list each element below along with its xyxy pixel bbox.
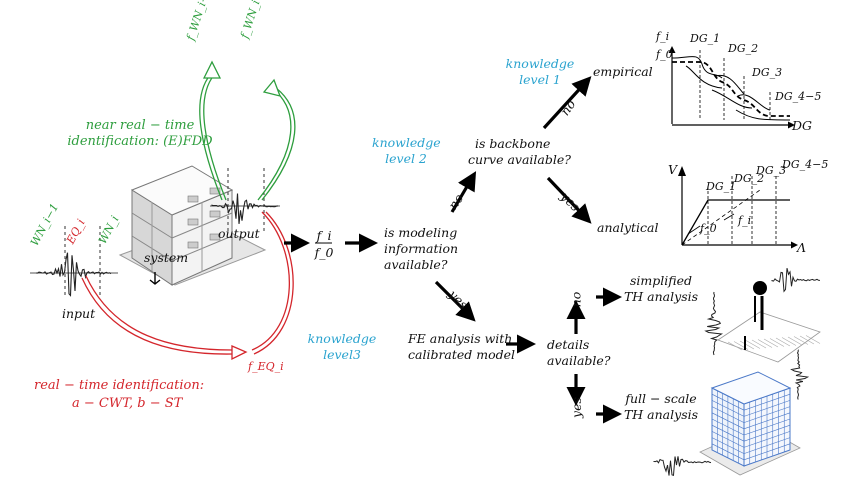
real-time-line1: real − time identification: xyxy=(34,378,205,393)
kl3-line2: level3 xyxy=(323,347,361,362)
empirical-dg45: DG_4−5 xyxy=(775,90,822,103)
fe-analysis-line1: FE analysis with xyxy=(408,331,513,346)
empirical-dg1: DG_1 xyxy=(690,32,721,45)
analytical-fi: f_i xyxy=(738,214,752,227)
system-label: system xyxy=(144,250,189,265)
empirical-label: empirical xyxy=(593,64,653,79)
kl1-line2: level 1 xyxy=(519,72,561,87)
analytical-label: analytical xyxy=(597,220,659,235)
ratio-numerator: f_i xyxy=(316,228,332,243)
q-modeling-line3: available? xyxy=(384,257,448,272)
fullscale-line2: TH analysis xyxy=(623,407,699,422)
empirical-y-den: f_0 xyxy=(656,48,673,61)
q-modeling-line2: information xyxy=(384,241,459,256)
flow-arrows xyxy=(284,76,622,424)
empirical-plot xyxy=(668,46,795,129)
kl3-line1: knowledge xyxy=(307,331,377,346)
output-signal xyxy=(210,168,280,232)
analytical-x-label: Λ xyxy=(797,240,807,255)
red-connectors xyxy=(81,211,294,361)
yes-label-details: yes xyxy=(568,397,584,418)
fullscale-model xyxy=(653,349,810,476)
input-signal xyxy=(30,226,118,298)
analytical-dg45: DG_4−5 xyxy=(782,158,829,171)
near-real-time-line1: near real − time xyxy=(85,118,195,133)
simplified-line2: TH analysis xyxy=(623,289,699,304)
empirical-dg3: DG_3 xyxy=(752,66,783,79)
analytical-plot xyxy=(678,166,798,249)
q-backbone-line2: curve available? xyxy=(468,152,571,167)
analytical-y-label: V xyxy=(668,162,678,177)
fullscale-line1: full − scale xyxy=(625,391,697,406)
ratio-denominator: f_0 xyxy=(314,245,334,260)
real-time-line2: a − CWT, b − ST xyxy=(72,396,183,411)
analytical-dg2: DG_2 xyxy=(734,172,765,185)
near-real-time-line2: identification: (E)FDD xyxy=(67,134,213,149)
analytical-dg3: DG_3 xyxy=(756,164,787,177)
empirical-x-label: DG xyxy=(792,118,813,133)
q-backbone-line1: is backbone xyxy=(475,136,551,151)
q-details-line1: details xyxy=(547,337,590,352)
kl1-line1: knowledge xyxy=(505,56,575,71)
fe-analysis-line2: calibrated model xyxy=(408,347,516,362)
simplified-line1: simplified xyxy=(630,273,692,288)
green-connectors xyxy=(199,60,296,201)
analytical-f0: f_0 xyxy=(700,222,717,235)
feq-label: f_EQ_i xyxy=(248,360,284,373)
analytical-dg1: DG_1 xyxy=(706,180,737,193)
empirical-y-num: f_i xyxy=(656,30,670,43)
output-label: output xyxy=(218,226,260,241)
building-model xyxy=(118,165,267,286)
input-label: input xyxy=(62,306,96,321)
q-details-line2: available? xyxy=(547,353,611,368)
kl2-line2: level 2 xyxy=(385,151,427,166)
simplified-model xyxy=(704,267,821,363)
q-modeling-line1: is modeling xyxy=(384,225,458,240)
kl2-line1: knowledge xyxy=(372,135,441,150)
empirical-dg2: DG_2 xyxy=(728,42,759,55)
no-label-details: no xyxy=(568,291,584,308)
